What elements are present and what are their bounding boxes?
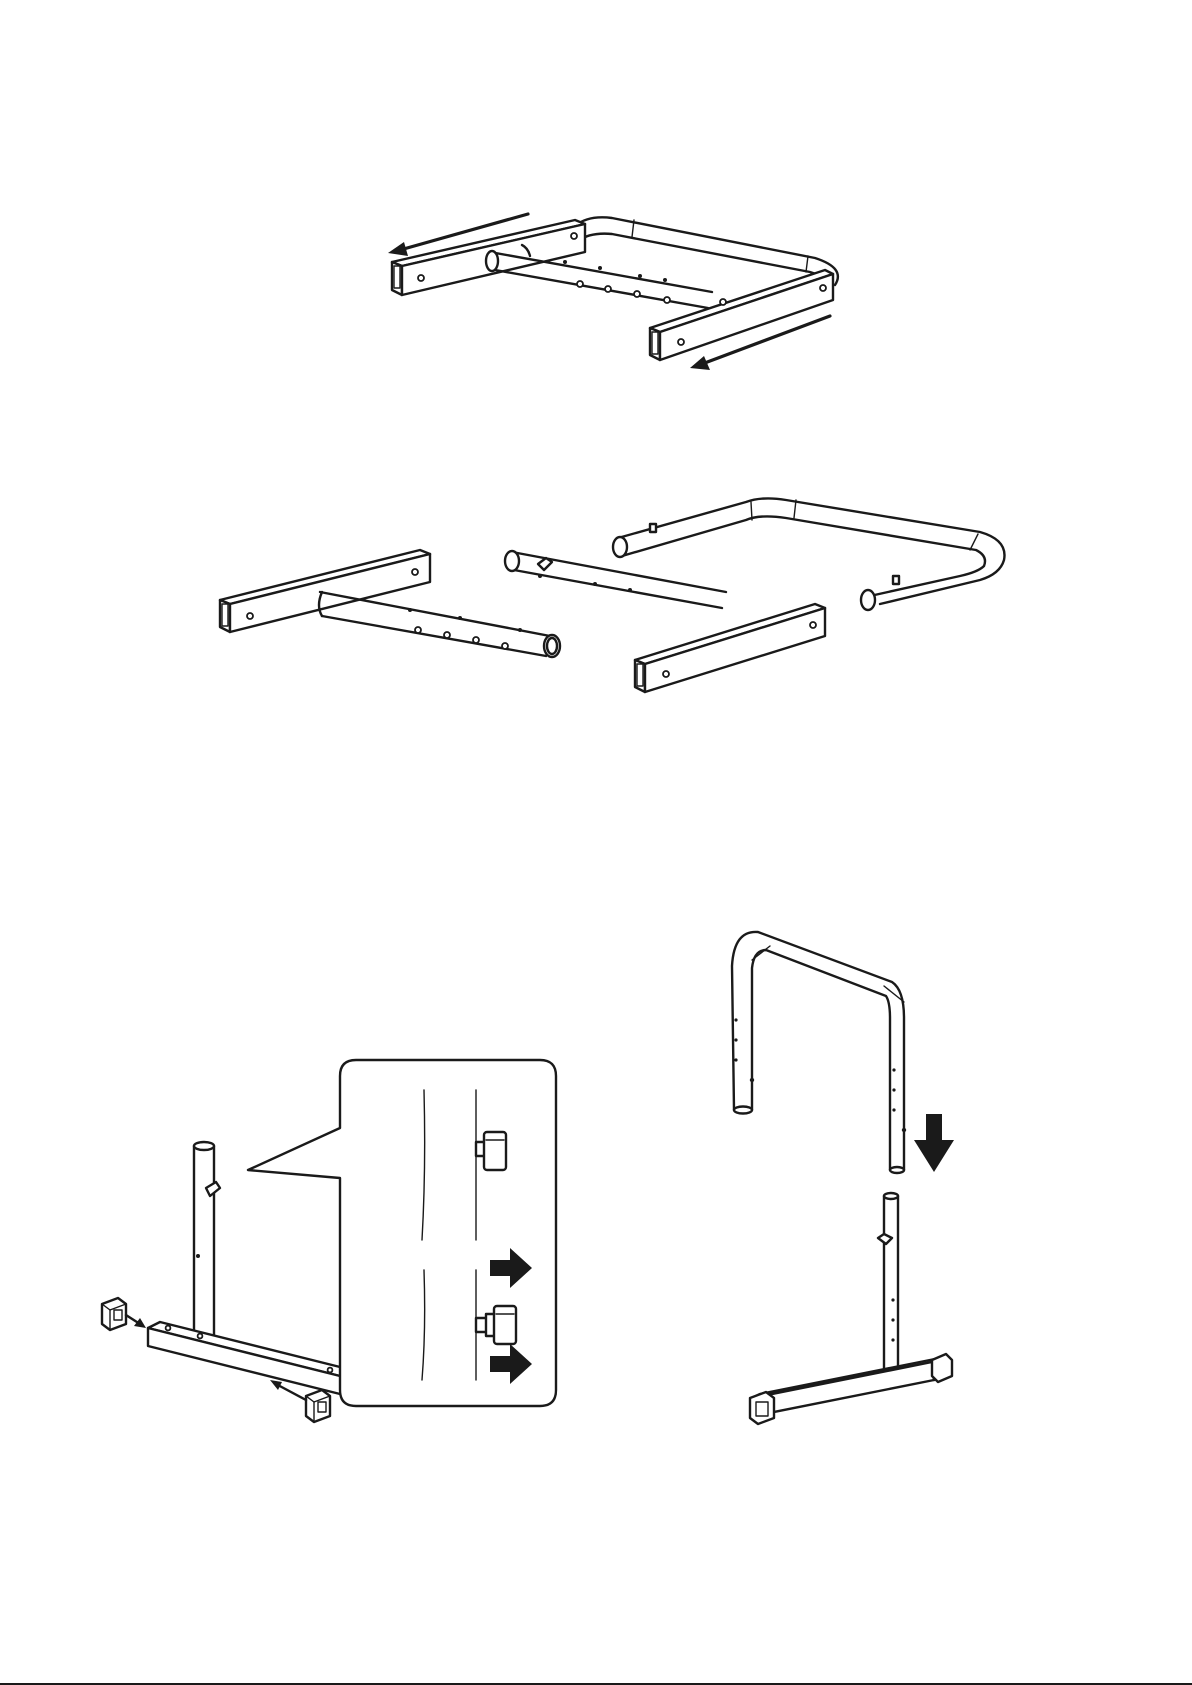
- knob-detail-callout: [248, 1060, 556, 1406]
- end-cap-left-icon: [102, 1298, 146, 1330]
- insert-down-arrow-icon: [914, 1114, 954, 1172]
- inverted-u-frame: [732, 932, 906, 1173]
- post-with-base: [750, 1193, 952, 1424]
- u-frame-tube-detached: [613, 498, 1005, 610]
- right-foot-beam: [650, 270, 833, 360]
- right-t-base-piece: [505, 551, 825, 692]
- step-3-endcap-and-knob-diagram: [80, 1060, 580, 1440]
- step-2-exploded-parts-diagram: [0, 420, 1192, 760]
- vertical-post: [194, 1142, 220, 1336]
- step-1-assembled-frame-diagram: [0, 0, 1192, 420]
- base-beam: [148, 1322, 360, 1396]
- step-3-insert-frame-diagram: [700, 920, 1020, 1440]
- u-frame-tube: [575, 217, 838, 288]
